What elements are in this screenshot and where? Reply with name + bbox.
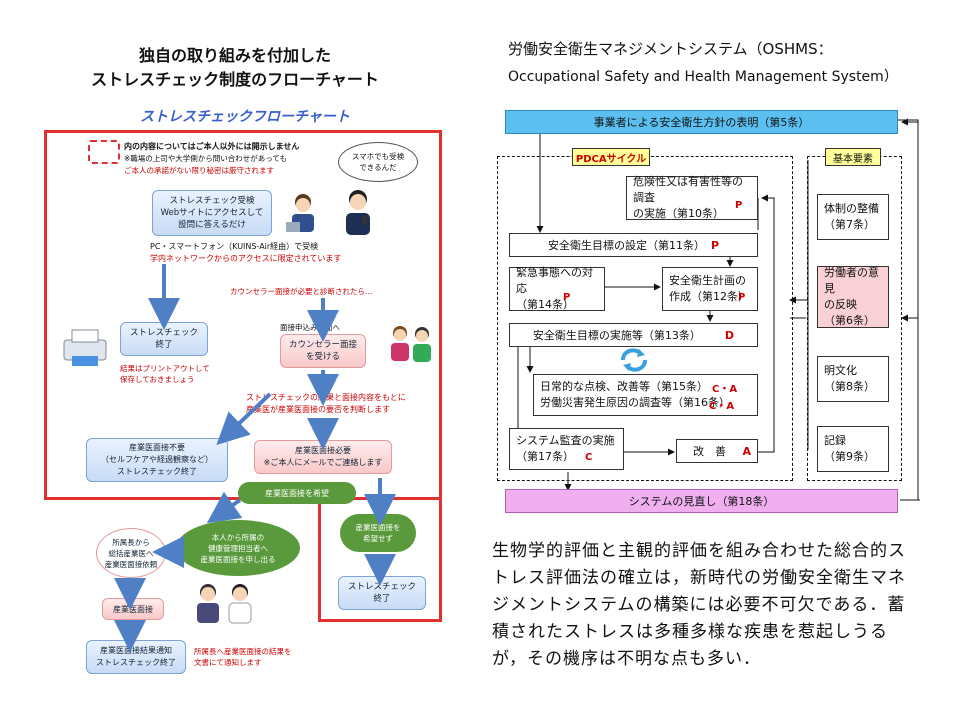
audit-tag: C: [585, 452, 593, 463]
audit-text: システム監査の実施 （第17条）: [516, 434, 615, 463]
element-organization: 体制の整備 （第7条）: [817, 194, 889, 240]
element-records: 記録 （第9条）: [817, 426, 889, 472]
left-title: 独自の取り組みを付加した ストレスチェック制度のフローチャート: [30, 44, 440, 92]
daily-tag-1: C・A: [712, 384, 738, 395]
implementation-box: 安全衛生目標の実施等（第13条） D: [509, 323, 758, 347]
speech-bubble: スマホでも受検 できるんだ: [338, 142, 418, 182]
cycle-icon: [621, 348, 647, 372]
web-access-box: ストレスチェック受検 Webサイトにアクセスして 設問に答えるだけ: [152, 190, 272, 236]
doctor-icon: [197, 584, 252, 624]
notice-note: 所属長へ産業医面接の結果を 文書にて通知します: [194, 647, 292, 667]
daily-text: 日常的な点検、改善等（第15条） 労働災害発生原因の調査等（第16条）: [540, 380, 730, 409]
plan-tag: P: [738, 292, 746, 303]
basic-label: 基本要素: [825, 148, 881, 166]
left-title-line2: ストレスチェック制度のフローチャート: [91, 70, 379, 89]
goal-tag: P: [710, 238, 720, 252]
impl-text: 安全衛生目標の実施等（第13条）: [532, 329, 701, 342]
goal-setting-box: 安全衛生目標の設定（第11条） P: [509, 233, 758, 257]
printout-note: 結果はプリントアウトして 保存しておきましょう: [120, 364, 210, 384]
confidential-frame-ext: [318, 497, 442, 622]
flow-title: ストレスチェックフローチャート: [140, 109, 350, 125]
daily-tag-2: C・A: [709, 401, 735, 412]
counseling-icon: [391, 326, 431, 362]
not-needed-box: 産業医面接不要 （セルフケアや経過観察など） ストレスチェック終了: [86, 438, 228, 482]
element-documentation: 明文化 （第8条）: [817, 356, 889, 402]
phone-user-icon: [346, 190, 370, 235]
impl-tag: D: [724, 328, 735, 342]
legend-dashed-box: [88, 140, 120, 164]
pc-line1: PC・スマートフォン（KUINS-Air経由）で受検: [150, 242, 319, 251]
flowchart-figure: ストレスチェックフローチャート 内の内容についてはご本人以外には開示しません ※…: [40, 100, 450, 685]
pc-user-icon: [286, 194, 314, 232]
pdca-label-text: PDCAサイクル: [575, 153, 647, 165]
emergency-text: 緊急事態への対応 （第14条）: [516, 266, 593, 311]
oshms-connectors: [514, 118, 920, 501]
emergency-box: 緊急事態への対応 （第14条）: [509, 266, 605, 311]
plan-text: 安全衛生計画の 作成（第12条）: [669, 274, 749, 303]
judge-line2: 産業医が産業医面接の要否を判断します: [246, 405, 390, 414]
pc-line2: 学内ネットワークからのアクセスに限定されています: [150, 254, 342, 263]
risk-assessment-box: 危険性又は有害性等の調査 の実施（第10条）: [626, 175, 758, 220]
daily-check-box: 日常的な点検、改善等（第15条） 労働災害発生原因の調査等（第16条）: [533, 374, 758, 416]
improve-tag: A: [742, 444, 751, 458]
hope-interview-pill: 産業医面接を希望: [238, 482, 356, 504]
audit-box: システム監査の実施 （第17条）: [509, 428, 624, 470]
note-line1: 内の内容についてはご本人以外には開示しません: [124, 142, 300, 151]
emergency-tag: P: [563, 292, 571, 303]
self-request-oval: 本人から所属の 健康管理担当者へ 産業医面接を申し出る: [176, 520, 300, 576]
review-bar: システムの見直し（第18条）: [505, 489, 898, 513]
note-line2: ※職場の上司や大学側から問い合わせがあっても: [124, 154, 288, 163]
risk-tag: P: [735, 200, 743, 211]
element-worker-opinion: 労働者の意見 の反映 （第6条）: [817, 266, 889, 328]
flow-arrows: [114, 264, 396, 652]
counselor-condition: カウンセラー面接が必要と診断されたら…: [230, 287, 373, 296]
plan-box: 安全衛生計画の 作成（第12条）: [662, 267, 758, 311]
left-title-line1: 独自の取り組みを付加した: [138, 46, 331, 65]
risk-text: 危険性又は有害性等の調査 の実施（第10条）: [633, 175, 743, 220]
oshms-title-line2: Occupational Safety and Health Managemen…: [508, 69, 898, 85]
goal-text: 安全衛生目標の設定（第11条）: [547, 239, 705, 252]
improve-text: 改 善: [693, 445, 726, 458]
oshms-title-line1: 労働安全衛生マネジメントシステム（OSHMS：: [508, 40, 833, 58]
printer-icon: [63, 329, 107, 366]
pdca-label: PDCAサイクル: [572, 148, 650, 166]
policy-bar: 事業者による安全衛生方針の表明（第5条）: [505, 110, 898, 134]
summary-paragraph: 生物学的評価と主観的評価を組み合わせた総合的ストレス評価法の確立は，新時代の労働…: [492, 541, 906, 669]
note-line3: ご本人の承諾がない限り秘密は厳守されます: [124, 166, 274, 175]
